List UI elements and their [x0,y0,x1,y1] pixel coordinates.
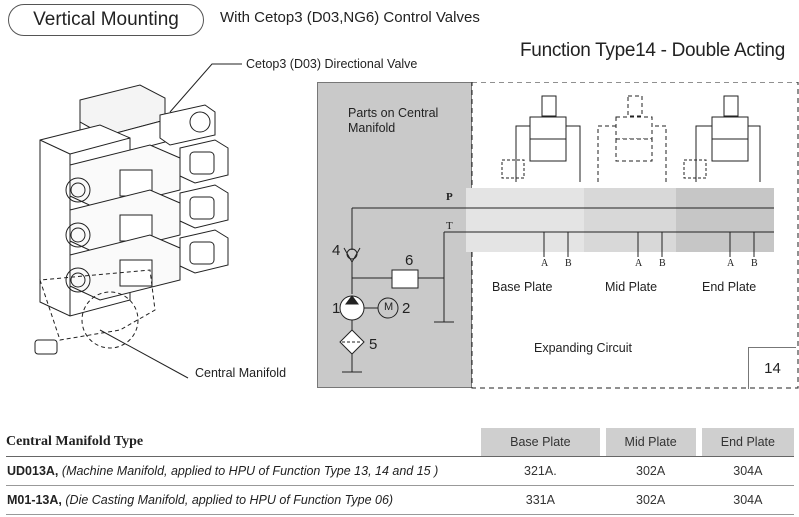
end-plate-value: 304A [701,486,794,515]
mounting-badge: Vertical Mounting [8,4,204,36]
col-header-base: Base Plate [481,428,600,457]
model-name: UD013A, [7,464,59,478]
subtitle: With Cetop3 (D03,NG6) Control Valves [220,9,480,26]
base-plate-value: 321A. [481,457,600,486]
row-description: M01-13A, (Die Casting Manifold, applied … [6,486,482,515]
page-number: 14 [748,347,796,389]
end-port-b: B [751,258,758,269]
table-row: UD013A, (Machine Manifold, applied to HP… [6,457,794,486]
component-4-label: 4 [332,242,341,259]
model-note: (Machine Manifold, applied to HPU of Fun… [61,464,439,478]
end-port-a: A [727,258,735,269]
end-plate-value: 304A [701,457,794,486]
row-description: UD013A, (Machine Manifold, applied to HP… [6,457,482,486]
component-5-label: 5 [369,336,378,353]
central-manifold-area [317,82,472,388]
table-header-row: Central Manifold Type Base Plate Mid Pla… [6,428,794,457]
base-port-b: B [565,258,572,269]
mid-plate-label: Mid Plate [605,280,658,294]
mid-plate-value: 302A [605,457,696,486]
manifold-type-table: Central Manifold Type Base Plate Mid Pla… [6,428,794,515]
base-plate-value: 331A [481,486,600,515]
component-2-label: 2 [402,300,411,317]
manifold-callout: Central Manifold [195,366,287,380]
mid-plate-value: 302A [605,486,696,515]
valve-stack-illustration [34,63,242,379]
mid-port-a: A [635,258,643,269]
mid-port-b: B [659,258,666,269]
component-6-label: 6 [405,252,414,269]
col-header-mid: Mid Plate [605,428,696,457]
table-row: M01-13A, (Die Casting Manifold, applied … [6,486,794,515]
motor-symbol: M [384,301,394,313]
base-plate-label: Base Plate [492,280,553,294]
expanding-circuit-label: Expanding Circuit [534,341,632,355]
col-header-type: Central Manifold Type [6,428,482,457]
component-1-label: 1 [332,300,341,317]
model-note: (Die Casting Manifold, applied to HPU of… [65,493,394,507]
port-t-label: T [446,220,453,232]
valve-callout: Cetop3 (D03) Directional Valve [246,57,418,71]
hydraulic-circuit [339,82,799,389]
port-p-label: P [446,191,453,203]
function-title: Function Type14 - Double Acting [520,40,785,61]
model-name: M01-13A, [7,493,62,507]
base-port-a: A [541,258,549,269]
end-plate-label: End Plate [702,280,757,294]
central-manifold-label: Parts on Central Manifold [348,106,439,135]
col-header-end: End Plate [701,428,794,457]
